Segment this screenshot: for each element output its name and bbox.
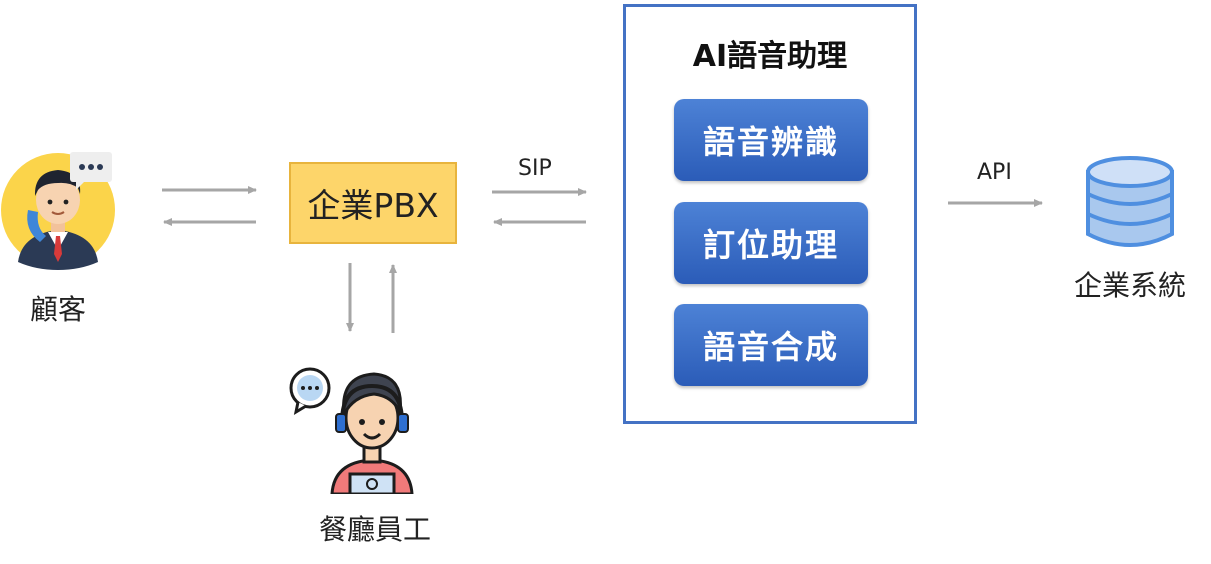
customer-label: 顧客 — [29, 293, 86, 326]
database-icon — [1082, 154, 1178, 254]
staff-headset-icon — [288, 362, 420, 496]
enterprise-system-label: 企業系統 — [1073, 269, 1186, 302]
api-label: API — [977, 160, 1012, 185]
module-speech-synthesis: 語音合成 — [674, 304, 868, 386]
staff-label: 餐廳員工 — [318, 513, 431, 546]
module-speech-recognition: 語音辨識 — [674, 99, 868, 181]
ai-assistant-title: AI語音助理 — [692, 39, 848, 74]
sip-label: SIP — [518, 156, 552, 181]
pbx-box: 企業PBX — [289, 162, 457, 244]
ai-assistant-box: AI語音助理 語音辨識 訂位助理 語音合成 — [623, 4, 917, 424]
customer-phone-icon — [0, 150, 120, 270]
module-reservation-assistant: 訂位助理 — [674, 202, 868, 284]
